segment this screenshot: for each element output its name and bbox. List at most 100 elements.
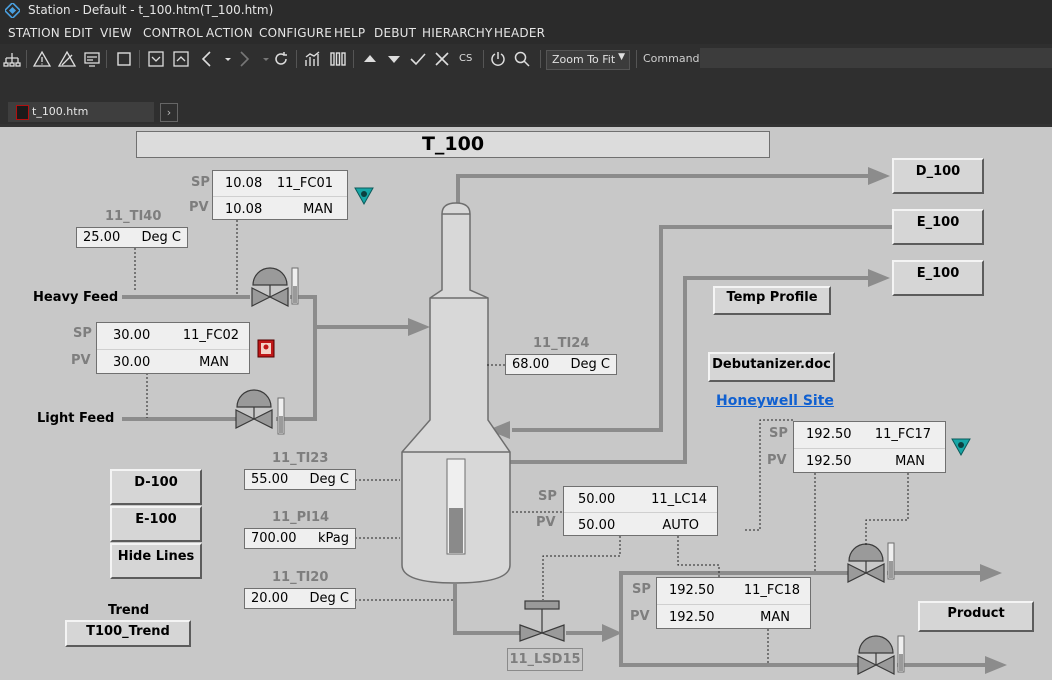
light-feed-label: Light Feed <box>37 411 115 426</box>
raise-icon[interactable] <box>360 49 380 69</box>
menu-bar: STATION EDIT VIEW CONTROL ACTION CONFIGU… <box>0 22 1052 44</box>
trend-label: Trend <box>108 603 150 618</box>
menu-help[interactable]: HELP <box>334 26 366 40</box>
fc02-pv-value: 30.00 <box>113 355 151 370</box>
honeywell-site-link[interactable]: Honeywell Site <box>716 393 834 409</box>
pipes <box>122 174 990 667</box>
square-icon[interactable] <box>114 49 134 69</box>
fc18-mode: MAN <box>760 610 790 625</box>
back-dropdown-icon[interactable] <box>218 49 231 69</box>
alarm-ack-icon[interactable] <box>57 49 77 69</box>
group-icon[interactable] <box>328 49 348 69</box>
valve-fc17 <box>847 543 885 583</box>
toolbar-separator <box>26 50 27 68</box>
refresh-icon[interactable] <box>271 49 291 69</box>
lc14-mode: AUTO <box>662 518 699 533</box>
d-100-button[interactable]: D-100 <box>110 469 202 505</box>
product-pipe-upper <box>619 571 985 632</box>
fc02-alarm-icon <box>257 339 275 358</box>
display-canvas <box>0 124 1052 680</box>
e-100-button[interactable]: E-100 <box>110 506 202 542</box>
fc02-sp-label: SP <box>73 326 92 341</box>
menu-station[interactable]: STATION <box>8 26 60 40</box>
fc17-pv-value: 192.50 <box>806 454 852 469</box>
page-up-icon[interactable] <box>171 49 191 69</box>
menu-view[interactable]: VIEW <box>100 26 132 40</box>
toolbar-separator <box>540 50 541 68</box>
debutanizer-doc-button[interactable]: Debutanizer.doc <box>708 352 835 382</box>
toolbar-separator <box>483 50 484 68</box>
fc02-sp-value: 30.00 <box>113 328 151 343</box>
display-title: T_100 <box>136 131 770 158</box>
message-icon[interactable] <box>82 49 102 69</box>
pi14-tag: 11_PI14 <box>272 510 330 525</box>
tab-label: t_100.htm <box>32 105 89 118</box>
d100-button[interactable]: D_100 <box>892 158 984 194</box>
lc14-sp-value: 50.00 <box>578 492 616 507</box>
menu-debut[interactable]: DEBUT <box>374 26 417 40</box>
forward-dropdown-icon[interactable] <box>256 49 269 69</box>
fc01-pv-value: 10.08 <box>225 202 263 217</box>
product-pipe-lower <box>619 632 990 667</box>
back-icon[interactable] <box>197 49 217 69</box>
t100-trend-button[interactable]: T100_Trend <box>65 620 191 647</box>
signal-lines <box>134 220 909 665</box>
cs-icon[interactable]: CS <box>459 53 473 64</box>
bottoms-pipe <box>453 584 605 635</box>
command-input[interactable] <box>700 48 1052 68</box>
trend-icon[interactable] <box>303 49 323 69</box>
chevron-down-icon: ▼ <box>618 52 625 62</box>
ti20-tag: 11_TI20 <box>272 570 329 585</box>
alarm-summary-icon[interactable] <box>32 49 52 69</box>
pipe-arrows <box>408 167 1007 674</box>
menu-action[interactable]: ACTION <box>206 26 253 40</box>
page-down-icon[interactable] <box>146 49 166 69</box>
zoom-select[interactable]: Zoom To Fit▼ <box>546 50 630 70</box>
product-button[interactable]: Product <box>918 601 1034 632</box>
search-icon[interactable] <box>512 49 532 69</box>
ti20-value: 20.00 <box>251 591 289 606</box>
ti23-unit: Deg C <box>309 472 349 487</box>
check-icon[interactable] <box>408 49 428 69</box>
menu-configure[interactable]: CONFIGURE <box>259 26 333 40</box>
tab-t100[interactable]: t_100.htm <box>8 102 154 122</box>
e100-button-2[interactable]: E_100 <box>892 260 984 296</box>
fc01-alarm-icon <box>354 187 374 206</box>
menu-edit[interactable]: EDIT <box>64 26 93 40</box>
fc01-mode: MAN <box>303 202 333 217</box>
forward-icon[interactable] <box>234 49 254 69</box>
lsd15-label[interactable]: 11_LSD15 <box>507 648 583 671</box>
level-fill <box>449 508 463 553</box>
tab-scroll-button[interactable]: › <box>160 103 178 122</box>
ti23-tag: 11_TI23 <box>272 451 329 466</box>
lc14-pv-value: 50.00 <box>578 518 616 533</box>
toolbar-separator <box>139 50 140 68</box>
hierarchy-icon[interactable] <box>2 49 22 69</box>
fc01-tag: 11_FC01 <box>276 176 333 191</box>
ti24-value-box[interactable]: 68.00 Deg C <box>505 354 617 375</box>
lower-icon[interactable] <box>384 49 404 69</box>
menu-control[interactable]: CONTROL <box>143 26 203 40</box>
temp-profile-button[interactable]: Temp Profile <box>713 286 831 315</box>
power-icon[interactable] <box>488 49 508 69</box>
hide-lines-button[interactable]: Hide Lines <box>110 543 202 579</box>
lc14-sp-label: SP <box>538 489 557 504</box>
close-icon[interactable] <box>432 49 452 69</box>
menu-header[interactable]: HEADER <box>494 26 546 40</box>
window-title: Station - Default - t_100.htm(T_100.htm) <box>28 3 274 17</box>
menu-hierarchy[interactable]: HIERARCHY <box>422 26 493 40</box>
ti24-unit: Deg C <box>570 357 610 372</box>
ti24-value: 68.00 <box>512 357 550 372</box>
e100-button[interactable]: E_100 <box>892 209 984 245</box>
command-label: Command <box>643 52 700 65</box>
toolbar-separator <box>636 50 637 68</box>
